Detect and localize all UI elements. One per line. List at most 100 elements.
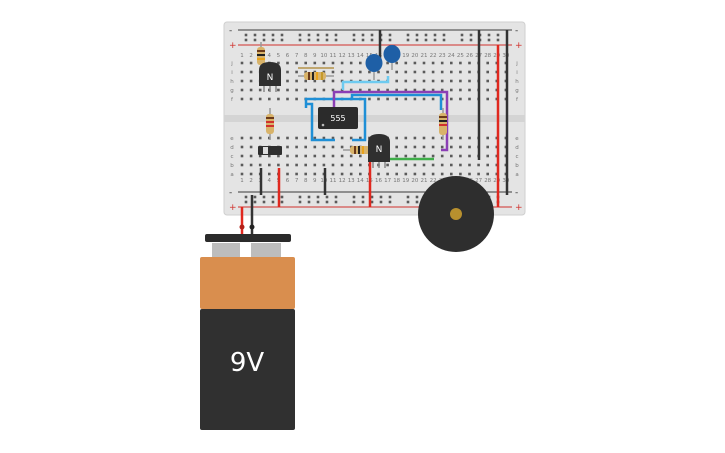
breadboard-hole[interactable] bbox=[331, 163, 335, 167]
breadboard-hole[interactable] bbox=[413, 172, 417, 176]
breadboard-hole[interactable] bbox=[486, 61, 489, 65]
transistor-bottom[interactable]: N bbox=[368, 134, 390, 168]
breadboard-hole[interactable] bbox=[450, 70, 453, 74]
breadboard-hole[interactable] bbox=[359, 136, 362, 140]
breadboard-hole[interactable] bbox=[304, 79, 307, 83]
breadboard-hole[interactable] bbox=[413, 79, 417, 83]
breadboard-hole[interactable] bbox=[249, 79, 253, 83]
resistor-right-vertical[interactable] bbox=[439, 108, 447, 140]
breadboard-hole[interactable] bbox=[406, 38, 410, 42]
breadboard-hole[interactable] bbox=[295, 163, 298, 167]
breadboard-hole[interactable] bbox=[286, 136, 289, 140]
breadboard-hole[interactable] bbox=[304, 145, 307, 149]
breadboard-hole[interactable] bbox=[395, 79, 398, 83]
breadboard-hole[interactable] bbox=[377, 70, 380, 74]
breadboard-hole[interactable] bbox=[316, 33, 320, 37]
breadboard-hole[interactable] bbox=[334, 38, 338, 42]
breadboard-hole[interactable] bbox=[486, 154, 489, 158]
breadboard-hole[interactable] bbox=[277, 136, 280, 140]
breadboard-hole[interactable] bbox=[359, 88, 362, 92]
breadboard-hole[interactable] bbox=[352, 200, 356, 204]
breadboard-hole[interactable] bbox=[422, 79, 426, 83]
breadboard-hole[interactable] bbox=[352, 195, 356, 199]
breadboard-hole[interactable] bbox=[268, 172, 271, 176]
breadboard-hole[interactable] bbox=[395, 61, 398, 65]
breadboard-hole[interactable] bbox=[258, 88, 262, 92]
breadboard-hole[interactable] bbox=[404, 61, 408, 65]
capacitor-2[interactable] bbox=[383, 45, 401, 63]
breadboard-hole[interactable] bbox=[440, 154, 444, 158]
breadboard-hole[interactable] bbox=[422, 70, 426, 74]
piezo-buzzer[interactable] bbox=[418, 176, 494, 252]
breadboard-hole[interactable] bbox=[262, 33, 266, 37]
breadboard-hole[interactable] bbox=[244, 195, 248, 199]
breadboard-hole[interactable] bbox=[322, 88, 326, 92]
breadboard-hole[interactable] bbox=[313, 172, 317, 176]
breadboard-hole[interactable] bbox=[340, 154, 344, 158]
breadboard-hole[interactable] bbox=[253, 33, 257, 37]
breadboard-hole[interactable] bbox=[459, 136, 462, 140]
breadboard-hole[interactable] bbox=[359, 172, 362, 176]
breadboard-hole[interactable] bbox=[440, 88, 444, 92]
breadboard-hole[interactable] bbox=[406, 195, 410, 199]
breadboard-hole[interactable] bbox=[313, 136, 317, 140]
breadboard-hole[interactable] bbox=[404, 145, 408, 149]
breadboard-hole[interactable] bbox=[404, 88, 408, 92]
breadboard-hole[interactable] bbox=[249, 88, 253, 92]
breadboard-hole[interactable] bbox=[249, 97, 253, 101]
breadboard-hole[interactable] bbox=[487, 38, 491, 42]
breadboard-hole[interactable] bbox=[404, 97, 408, 101]
breadboard-hole[interactable] bbox=[431, 154, 435, 158]
breadboard-hole[interactable] bbox=[352, 33, 356, 37]
breadboard-hole[interactable] bbox=[361, 33, 365, 37]
breadboard-hole[interactable] bbox=[280, 200, 284, 204]
breadboard-hole[interactable] bbox=[386, 70, 389, 74]
breadboard-hole[interactable] bbox=[459, 154, 462, 158]
breadboard-hole[interactable] bbox=[313, 79, 317, 83]
breadboard-hole[interactable] bbox=[349, 61, 353, 65]
breadboard-hole[interactable] bbox=[325, 38, 329, 42]
breadboard-hole[interactable] bbox=[304, 136, 307, 140]
breadboard-hole[interactable] bbox=[277, 88, 280, 92]
breadboard-hole[interactable] bbox=[295, 172, 298, 176]
breadboard-hole[interactable] bbox=[395, 172, 398, 176]
breadboard-hole[interactable] bbox=[286, 163, 289, 167]
breadboard-hole[interactable] bbox=[340, 61, 344, 65]
breadboard-hole[interactable] bbox=[331, 88, 335, 92]
breadboard-hole[interactable] bbox=[404, 163, 408, 167]
breadboard-hole[interactable] bbox=[361, 200, 365, 204]
breadboard-hole[interactable] bbox=[322, 154, 326, 158]
breadboard-hole[interactable] bbox=[286, 70, 289, 74]
wire-light-blue[interactable] bbox=[341, 76, 390, 90]
breadboard-hole[interactable] bbox=[359, 163, 362, 167]
breadboard-hole[interactable] bbox=[415, 33, 419, 37]
breadboard-hole[interactable] bbox=[486, 163, 489, 167]
breadboard-hole[interactable] bbox=[460, 38, 464, 42]
breadboard-hole[interactable] bbox=[450, 172, 453, 176]
breadboard-hole[interactable] bbox=[240, 97, 244, 101]
breadboard-hole[interactable] bbox=[368, 88, 371, 92]
breadboard-hole[interactable] bbox=[433, 33, 437, 37]
breadboard-hole[interactable] bbox=[431, 88, 435, 92]
breadboard-hole[interactable] bbox=[379, 200, 383, 204]
breadboard-hole[interactable] bbox=[277, 163, 280, 167]
breadboard-hole[interactable] bbox=[442, 33, 446, 37]
breadboard-hole[interactable] bbox=[240, 70, 244, 74]
breadboard-hole[interactable] bbox=[240, 61, 244, 65]
breadboard-hole[interactable] bbox=[395, 70, 398, 74]
breadboard-hole[interactable] bbox=[349, 154, 353, 158]
breadboard-hole[interactable] bbox=[244, 200, 248, 204]
breadboard-hole[interactable] bbox=[253, 195, 257, 199]
breadboard-hole[interactable] bbox=[406, 200, 410, 204]
breadboard-hole[interactable] bbox=[468, 163, 471, 167]
breadboard-hole[interactable] bbox=[277, 61, 280, 65]
breadboard-hole[interactable] bbox=[388, 200, 392, 204]
wire-blue-loop[interactable] bbox=[304, 97, 367, 142]
breadboard-hole[interactable] bbox=[295, 154, 298, 158]
breadboard-hole[interactable] bbox=[370, 38, 374, 42]
breadboard-hole[interactable] bbox=[271, 38, 275, 42]
breadboard-hole[interactable] bbox=[277, 97, 280, 101]
breadboard-hole[interactable] bbox=[331, 145, 335, 149]
breadboard-hole[interactable] bbox=[459, 145, 462, 149]
breadboard-hole[interactable] bbox=[295, 79, 298, 83]
